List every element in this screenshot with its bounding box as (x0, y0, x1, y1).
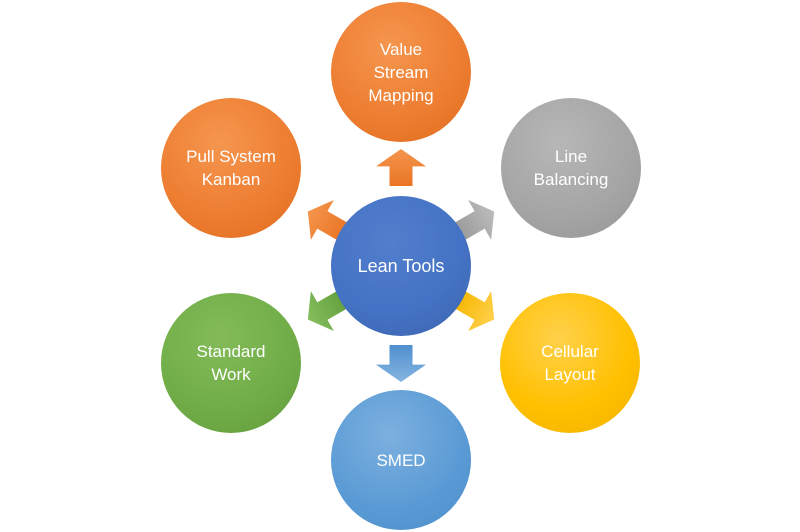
label-line: Layout (544, 365, 596, 384)
label-line: Standard (196, 342, 266, 361)
node-standard-work-label: Standard Work (197, 340, 266, 386)
label-line: Stream (373, 62, 429, 82)
label-line: Pull System (186, 147, 276, 166)
node-pull-system-kanban-label: Pull System Kanban (186, 145, 276, 191)
node-lean-tools: Lean Tools (331, 196, 471, 336)
label-line: SMED (376, 450, 426, 470)
node-line-balancing: Line Balancing (501, 98, 641, 238)
arrow-down-icon (376, 345, 426, 382)
node-line-balancing-label: Line Balancing (534, 145, 609, 191)
node-smed: SMED (331, 390, 471, 530)
node-value-stream-mapping-label: Value Stream Mapping (368, 38, 433, 107)
label-line: Line (554, 147, 588, 166)
node-lean-tools-label: Lean Tools (357, 255, 445, 276)
label-line: Kanban (201, 170, 261, 189)
node-pull-system-kanban: Pull System Kanban (161, 98, 301, 238)
node-standard-work: Standard Work (161, 293, 301, 433)
label-line: Balancing (533, 170, 609, 189)
node-smed-label: SMED (376, 449, 425, 472)
label-line: Cellular (541, 342, 599, 361)
label-line: Work (211, 365, 251, 384)
node-cellular-layout: Cellular Layout (500, 293, 640, 433)
node-value-stream-mapping: Value Stream Mapping (331, 2, 471, 142)
label-line: Value (379, 39, 423, 59)
node-cellular-layout-label: Cellular Layout (541, 340, 599, 386)
label-line: Mapping (368, 85, 434, 105)
arrow-up-icon (376, 149, 426, 186)
